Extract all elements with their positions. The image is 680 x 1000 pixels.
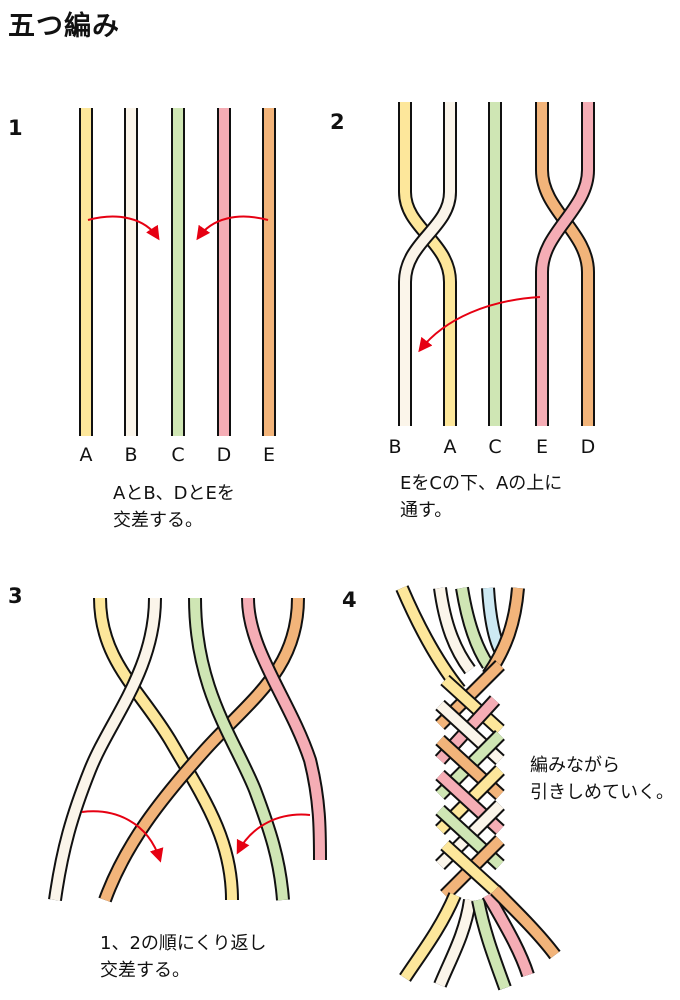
step-3-caption: 1、2の順にくり返し 交差する。 xyxy=(100,930,267,984)
step-3-caption-line-2: 交差する。 xyxy=(100,960,190,981)
step-4-caption-line-1: 編みながら xyxy=(530,755,620,776)
step-1-caption-line-1: AとB、DとEを xyxy=(113,483,235,504)
step-2-label-4: E xyxy=(535,436,548,458)
step-3-caption-line-1: 1、2の順にくり返し xyxy=(100,933,267,954)
step-2-number: 2 xyxy=(330,110,345,134)
step-1-label-e: E xyxy=(262,444,275,466)
step-1-strands xyxy=(79,108,276,436)
step-2-caption-line-1: EをCの下、Aの上に xyxy=(400,473,563,494)
arrow-a-to-center xyxy=(87,215,160,241)
step-1-caption: AとB、DとEを 交差する。 xyxy=(113,480,235,534)
arrow-left-over xyxy=(81,810,164,863)
arrow-right-under xyxy=(236,813,311,855)
step-4-caption: 編みながら 引きしめていく。 xyxy=(530,752,674,806)
step-3-number: 3 xyxy=(8,584,23,608)
arrow-e-to-center xyxy=(196,215,269,241)
step-1-caption-line-2: 交差する。 xyxy=(113,510,203,531)
step-2-label-1: B xyxy=(388,436,402,458)
step-2-label-5: D xyxy=(580,436,596,458)
step-2-label-2: A xyxy=(443,436,457,458)
step-4-caption-line-2: 引きしめていく。 xyxy=(530,782,674,803)
step-2-caption-line-2: 通す。 xyxy=(400,500,453,521)
step-2-strands xyxy=(398,102,595,426)
step-2-caption: EをCの下、Aの上に 通す。 xyxy=(400,470,562,524)
step-3-strands xyxy=(48,597,327,903)
step-4-braid xyxy=(395,585,561,991)
step-2-label-3: C xyxy=(488,436,502,458)
page-title: 五つ編み xyxy=(8,11,120,42)
arrow-e-under-c xyxy=(418,296,541,353)
step-1-label-a: A xyxy=(79,444,93,466)
step-4-number: 4 xyxy=(342,588,357,612)
step-1-label-d: D xyxy=(216,444,232,466)
step-1-number: 1 xyxy=(8,116,23,140)
step-1-label-b: B xyxy=(124,444,138,466)
step-1-label-c: C xyxy=(171,444,185,466)
